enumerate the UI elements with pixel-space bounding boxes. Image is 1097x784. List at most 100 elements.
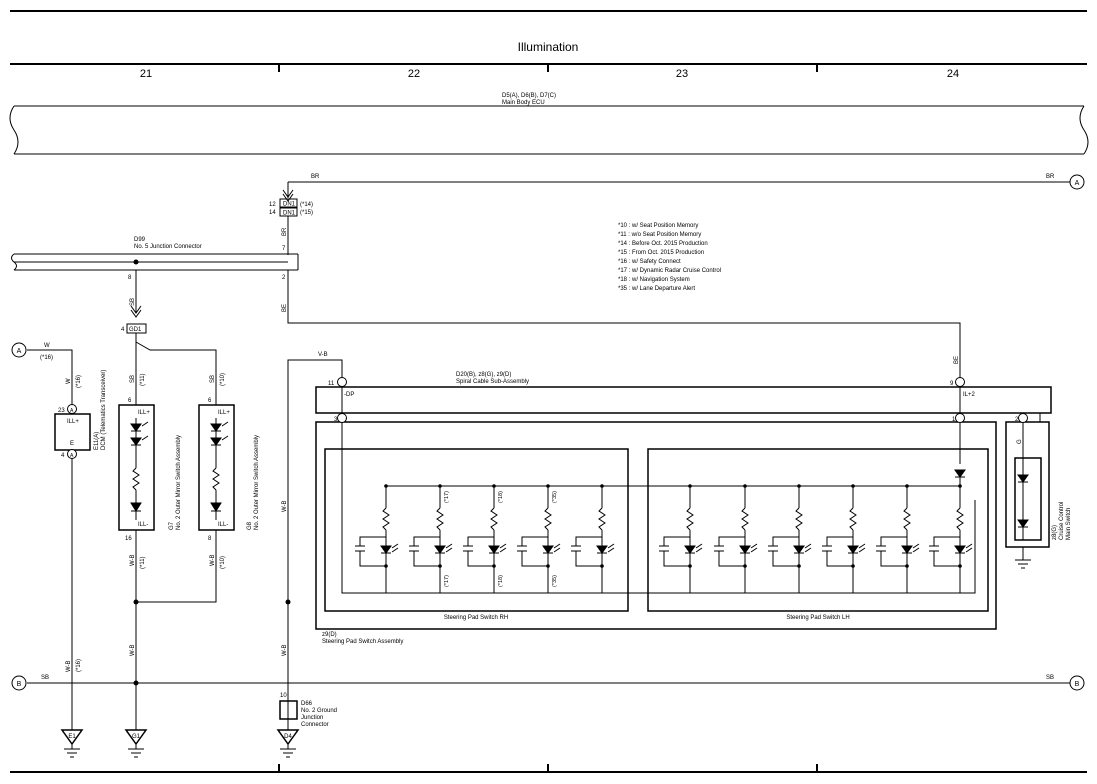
pad-switch-module — [463, 484, 507, 593]
g7-pin-bot: 16 — [125, 536, 132, 542]
note-17: *17 : w/ Dynamic Radar Cruise Control — [618, 268, 721, 274]
g1-wb: W-B — [130, 644, 136, 656]
spiral-dp: -DP — [344, 392, 354, 398]
wire-wb-d4: W-B — [282, 644, 288, 656]
d99-pin-7: 7 — [282, 246, 286, 252]
rh-note-17-top: (*17) — [444, 491, 450, 503]
pad-switch-module — [768, 484, 812, 593]
column-21: 21 — [140, 68, 152, 80]
dcm-pin-23-label: 23 — [58, 408, 65, 414]
rh-note-18-bot: (*18) — [498, 575, 504, 587]
g7-name: No. 2 Outer Mirror Switch Assembly — [176, 435, 182, 530]
ground-d4-label: D4 — [284, 734, 292, 740]
dcm-ill: ILL+ — [67, 419, 79, 425]
g8-id: G8 — [247, 521, 253, 530]
g7-wb: W-B — [130, 554, 136, 566]
wire-w-vertical: W — [66, 378, 72, 384]
g8-illm: ILL- — [218, 522, 228, 528]
g8-sb: SB — [210, 375, 216, 383]
steering-id: z9(D) — [322, 632, 337, 638]
connector-b-left-icon — [11, 675, 27, 691]
connector-b-left-label: B — [17, 681, 22, 688]
rh-note-35-bot: (*35) — [552, 575, 558, 587]
dcm-pin-23 — [67, 404, 77, 414]
d66-name-3: Connector — [301, 722, 329, 728]
page-title: Illumination — [518, 40, 579, 54]
column-22: 22 — [408, 68, 420, 80]
connector-a-right-icon — [1069, 174, 1085, 190]
g7-pin-top: 6 — [128, 398, 132, 404]
dn1-note-15: (*15) — [300, 210, 313, 216]
wire-sb-label: SB — [130, 298, 136, 306]
d99-id: D99 — [134, 237, 146, 243]
spiral-pin-1-label: 1 — [952, 417, 956, 423]
spiral-pin-11 — [337, 377, 347, 387]
rh-note-17-bot: (*17) — [444, 575, 450, 587]
dcm-pin-4 — [67, 449, 77, 459]
pad-switch-module — [355, 484, 399, 593]
wire-be-right: BE — [954, 356, 960, 364]
gd1-pin: 4 — [121, 327, 125, 333]
connector-b-right-label: B — [1075, 681, 1080, 688]
g7-illm: ILL- — [138, 522, 148, 528]
dn1-label-a: DN1 — [283, 202, 296, 208]
g8-pin-bot: 8 — [208, 536, 212, 542]
w-note-16: (*16) — [40, 355, 53, 361]
cruise-id: z8(G) — [1052, 525, 1058, 540]
g7-sb: SB — [130, 375, 136, 383]
connector-a-left-label: A — [17, 348, 22, 355]
note-18: *18 : w/ Navigation System — [618, 277, 690, 283]
ground-g1-icon — [124, 729, 148, 746]
g7-id: G7 — [169, 521, 175, 530]
spiral-name: Spiral Cable Sub-Assembly — [456, 379, 529, 385]
pad-switch-module — [929, 484, 973, 593]
spiral-pin-1 — [955, 413, 965, 423]
dn1-pin-14: 14 — [269, 210, 276, 216]
d66-name-2: Junction — [301, 715, 323, 721]
d99-pin-8: 8 — [128, 275, 132, 281]
connector-a-left-icon — [11, 342, 27, 358]
wire-br-label: BR — [311, 174, 320, 180]
spiral-id: D20(B), z8(G), z9(D) — [456, 372, 511, 378]
dcm-pin-23-letter: A — [70, 408, 74, 414]
wire-be-label: BE — [282, 304, 288, 312]
g8-illp: ILL+ — [218, 410, 230, 416]
dn1-note-14: (*14) — [300, 202, 313, 208]
steering-name: Steering Pad Switch Assembly — [322, 639, 403, 645]
spiral-pin-3 — [337, 413, 347, 423]
pad-switch-module — [714, 484, 758, 593]
d66-id: D66 — [301, 701, 313, 707]
ecu-label: D5(A), D6(B), D7(C) — [502, 93, 556, 99]
steering-rh-label: Steering Pad Switch RH — [444, 615, 508, 621]
spiral-pin-11-label: 11 — [328, 381, 335, 387]
g8-note-bot: (*10) — [220, 556, 226, 569]
cruise-name-2: Main Switch — [1066, 508, 1072, 540]
g8-wb: W-B — [210, 554, 216, 566]
pad-switch-module — [822, 484, 866, 593]
column-24: 24 — [947, 68, 959, 80]
note-16: *16 : w/ Safety Connect — [618, 259, 681, 265]
note-11: *11 : w/o Seat Position Memory — [618, 232, 701, 238]
wire-br-vertical: BR — [282, 227, 288, 236]
pad-switch-module — [517, 484, 561, 593]
g7-note-bot: (*11) — [140, 556, 146, 569]
d66-pin: 10 — [280, 693, 287, 699]
notes-list: *10 : w/ Seat Position Memory *11 : w/o … — [618, 223, 721, 292]
connector-a-right-label: A — [1075, 180, 1080, 187]
ground-d4-icon — [276, 729, 300, 746]
note-15: *15 : From Oct. 2015 Production — [618, 250, 704, 256]
ground-e1-label: E1 — [68, 734, 76, 740]
g8-note-top: (*10) — [220, 373, 226, 386]
g7-note-top: (*11) — [140, 373, 146, 386]
spiral-ilp: IL+2 — [963, 392, 976, 398]
wire-w-label: W — [44, 343, 50, 349]
g8-pin-top: 6 — [208, 398, 212, 404]
spiral-pin-3-label: 3 — [334, 417, 338, 423]
d99-pin-2: 2 — [282, 275, 286, 281]
w-vertical-note: (*16) — [76, 375, 82, 388]
ecu-name: Main Body ECU — [502, 100, 545, 106]
main-body-ecu — [9, 105, 1089, 155]
wire-br-label-right: BR — [1046, 174, 1055, 180]
dn1-label-b: DN1 — [283, 211, 296, 217]
ground-e1-icon — [60, 729, 84, 746]
